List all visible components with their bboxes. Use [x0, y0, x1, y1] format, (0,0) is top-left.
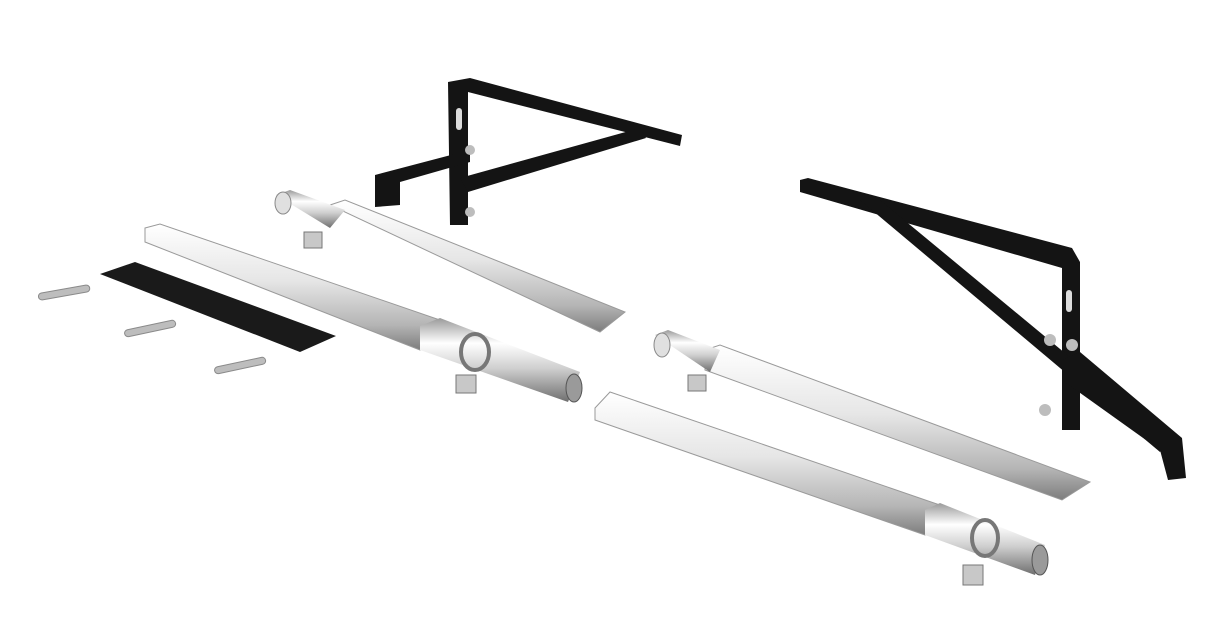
mounting-bracket-right — [800, 178, 1186, 480]
chrome-rail-b — [144, 223, 583, 403]
shim-plate — [37, 284, 91, 301]
shim-plates — [37, 284, 267, 375]
chrome-rail-a — [274, 190, 626, 333]
chrome-rail-d — [594, 391, 1049, 586]
shim-plate — [124, 319, 177, 338]
chrome-rail-c — [653, 330, 1092, 501]
black-cover-plate — [100, 262, 336, 352]
mounting-bracket-left — [375, 78, 682, 225]
shim-plate — [214, 356, 267, 375]
